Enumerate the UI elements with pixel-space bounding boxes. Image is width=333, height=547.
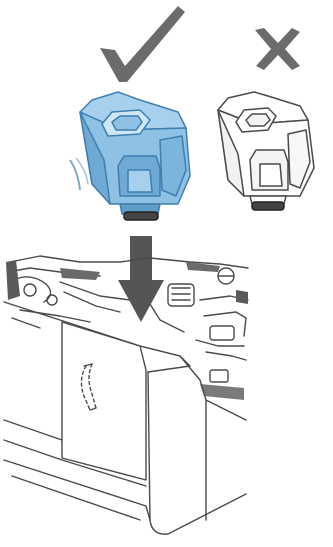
- cross-icon: [255, 28, 300, 70]
- checkmark-icon: [100, 6, 185, 82]
- correct-part-illustration: [70, 92, 190, 220]
- down-arrow-icon: [118, 236, 164, 322]
- machine-illustration: [4, 256, 248, 534]
- incorrect-part-illustration: [218, 92, 314, 210]
- internal-mechanism: [6, 256, 248, 400]
